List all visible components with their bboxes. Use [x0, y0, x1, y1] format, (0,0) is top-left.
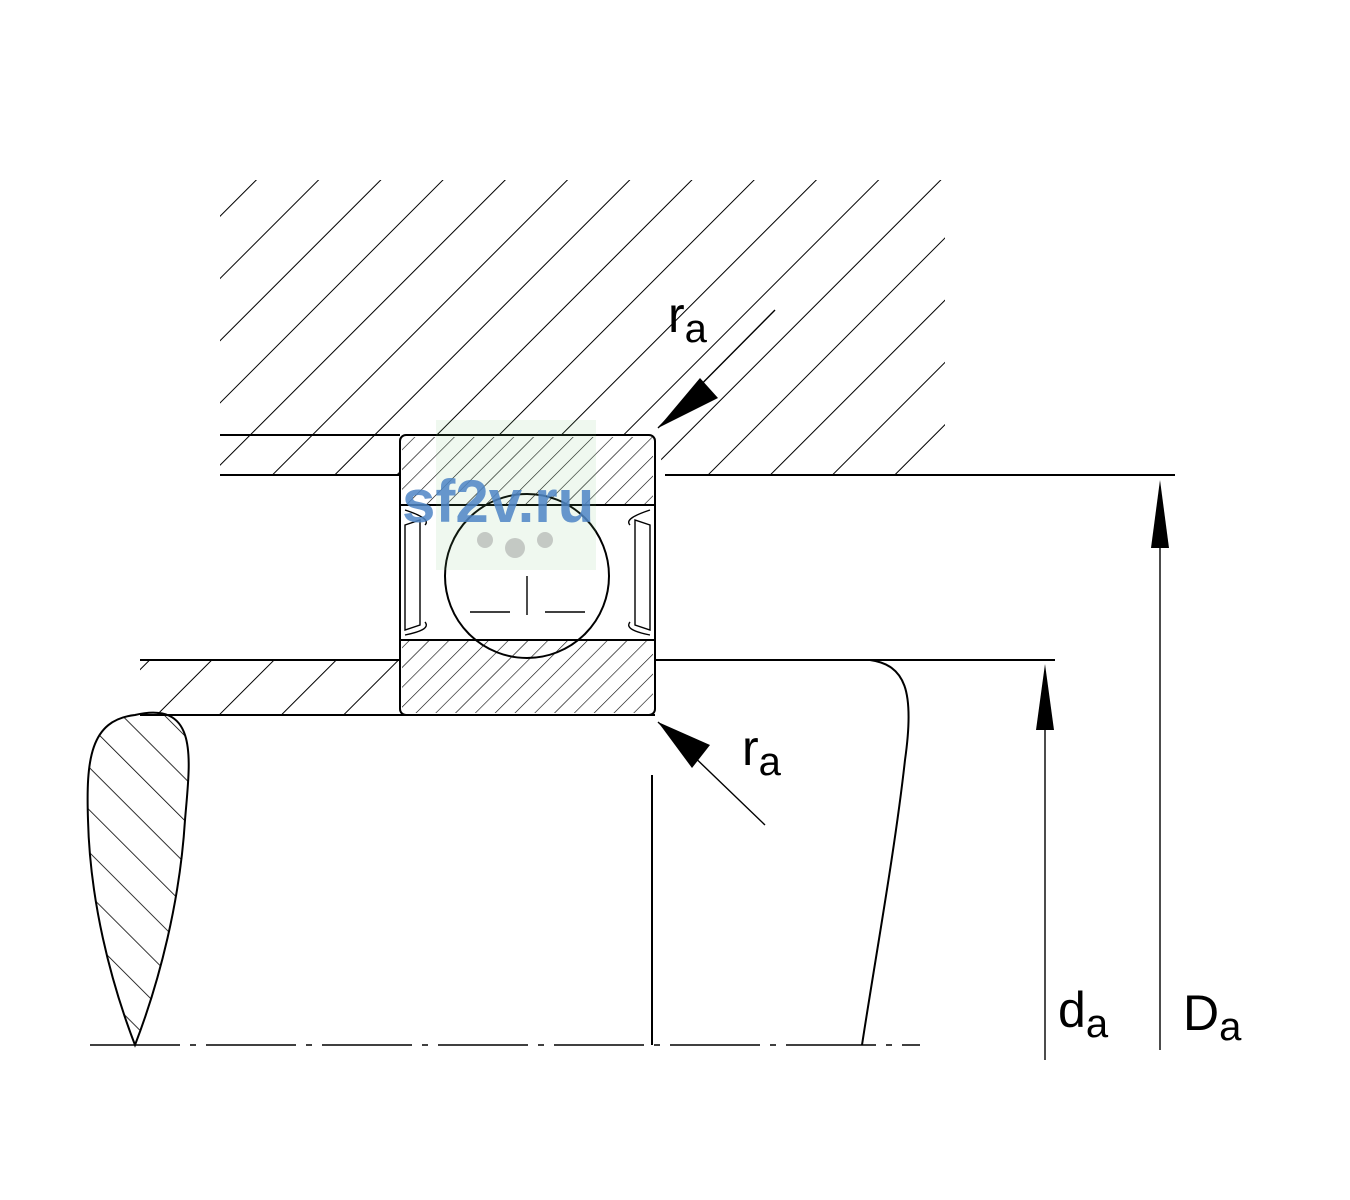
- shaft-section: [86, 711, 190, 1048]
- bearing: [399, 434, 656, 716]
- shaft: [400, 659, 1055, 1046]
- radius-indicator-top: [657, 309, 776, 429]
- label-Da: Da: [1183, 985, 1242, 1049]
- dimension-da: [1036, 664, 1054, 1060]
- label-ra-bottom: ra: [742, 720, 782, 784]
- label-da: da: [1058, 982, 1109, 1046]
- watermark-text: sf2v.ru: [402, 468, 594, 535]
- label-ra-top: ra: [668, 287, 708, 351]
- shaft-shoulder: [140, 659, 400, 716]
- watermark: sf2v.ru: [402, 420, 596, 570]
- housing-shoulder: [220, 435, 400, 476]
- ball: [444, 493, 610, 659]
- dimension-Da: [1151, 480, 1169, 1050]
- radius-indicator-bottom: [657, 721, 766, 826]
